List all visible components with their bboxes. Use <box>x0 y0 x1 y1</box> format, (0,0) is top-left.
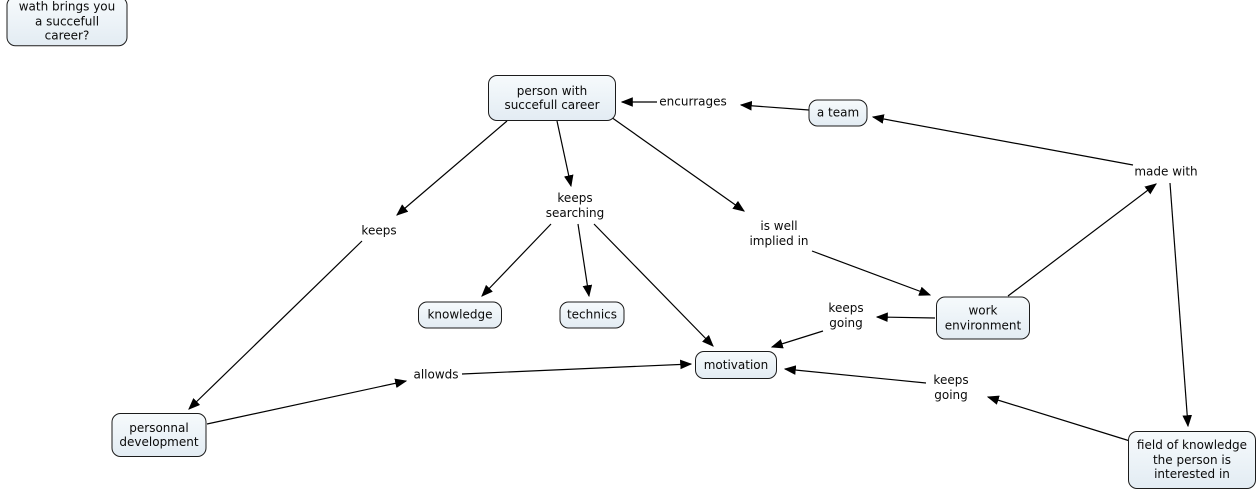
link-label-is-well-implied-in[interactable]: is well implied in <box>749 219 809 248</box>
link-label-keeps-going-1[interactable]: keeps going <box>828 301 864 330</box>
edge-personnal-development-to-allowds[interactable] <box>206 378 408 425</box>
node-label: wath brings you a succefull career? <box>18 0 116 43</box>
edge-field-of-knowledge-to-keeps-going-2[interactable] <box>986 395 1131 442</box>
link-label-keeps-searching[interactable]: keeps searching <box>545 191 605 220</box>
node-label: field of knowledge the person is interes… <box>1136 438 1248 482</box>
node-technics[interactable]: technics <box>559 301 625 329</box>
edge-made-with-to-field-of-knowledge[interactable] <box>1169 182 1192 428</box>
edge-keeps-to-personnal-development[interactable] <box>188 240 363 410</box>
edge-a-team-to-encurrages[interactable] <box>739 101 810 111</box>
node-motivation[interactable]: motivation <box>695 351 777 379</box>
edge-keeps-going-1-to-motivation[interactable] <box>770 330 824 349</box>
node-label: person with succefull career <box>504 83 600 113</box>
edge-made-with-to-a-team[interactable] <box>871 114 1134 166</box>
edge-allowds-to-motivation[interactable] <box>461 359 693 375</box>
edge-work-environment-to-keeps-going-1[interactable] <box>875 312 936 322</box>
node-work-environment[interactable]: work environment <box>936 296 1030 340</box>
edge-keeps-searching-to-knowledge[interactable] <box>481 223 552 297</box>
node-label: work environment <box>944 303 1022 333</box>
edge-person-with-succefull-career-to-keeps-searching[interactable] <box>556 120 574 188</box>
link-label-encurrages[interactable]: encurrages <box>659 94 727 109</box>
node-label: a team <box>816 105 860 120</box>
edge-person-with-succefull-career-to-is-well-implied-in[interactable] <box>610 116 745 212</box>
link-label-allowds[interactable]: allowds <box>413 367 459 382</box>
node-field-of-knowledge[interactable]: field of knowledge the person is interes… <box>1128 431 1256 489</box>
node-label: technics <box>566 307 618 322</box>
edge-keeps-searching-to-motivation[interactable] <box>593 223 714 347</box>
edge-is-well-implied-in-to-work-environment[interactable] <box>811 250 932 296</box>
edge-work-environment-to-made-with[interactable] <box>1007 183 1157 297</box>
link-label-keeps[interactable]: keeps <box>361 223 397 238</box>
edge-keeps-searching-to-technics[interactable] <box>577 223 593 298</box>
node-label: personnal development <box>119 420 199 450</box>
node-a-team[interactable]: a team <box>808 99 868 127</box>
link-label-made-with[interactable]: made with <box>1134 164 1198 179</box>
edge-person-with-succefull-career-to-keeps[interactable] <box>396 120 508 216</box>
node-personnal-development[interactable]: personnal development <box>111 413 207 457</box>
node-person-with-succefull-career[interactable]: person with succefull career <box>488 75 616 121</box>
node-label: knowledge <box>427 307 493 322</box>
node-knowledge[interactable]: knowledge <box>418 301 502 329</box>
node-question[interactable]: wath brings you a succefull career? <box>6 0 128 46</box>
link-label-keeps-going-2[interactable]: keeps going <box>933 373 969 402</box>
node-label: motivation <box>703 357 769 372</box>
edge-keeps-going-2-to-motivation[interactable] <box>783 365 927 384</box>
